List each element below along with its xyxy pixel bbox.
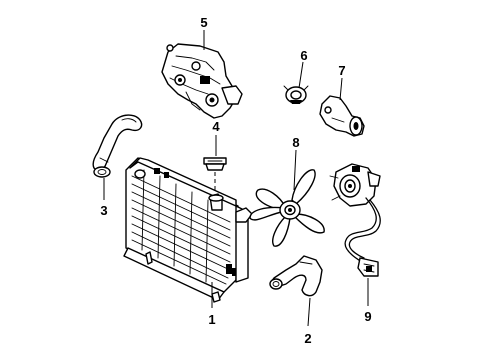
fan-motor — [329, 163, 381, 207]
leader-lines — [103, 30, 369, 327]
upper-radiator-hose — [92, 114, 143, 178]
water-outlet-housing — [319, 95, 365, 137]
callout-9: 9 — [364, 309, 371, 324]
callout-2: 2 — [304, 331, 311, 346]
callout-7: 7 — [338, 63, 345, 78]
thermostat — [283, 85, 309, 104]
callout-6: 6 — [300, 48, 307, 63]
cooling-fan — [249, 169, 325, 247]
callout-4: 4 — [212, 119, 220, 134]
callout-1: 1 — [208, 312, 215, 327]
callout-8: 8 — [292, 135, 299, 150]
callout-5: 5 — [200, 15, 207, 30]
fan-motor-harness — [344, 197, 381, 277]
radiator — [123, 157, 253, 303]
water-pump-housing — [161, 43, 243, 119]
callout-3: 3 — [100, 203, 107, 218]
lower-radiator-hose — [269, 255, 323, 297]
